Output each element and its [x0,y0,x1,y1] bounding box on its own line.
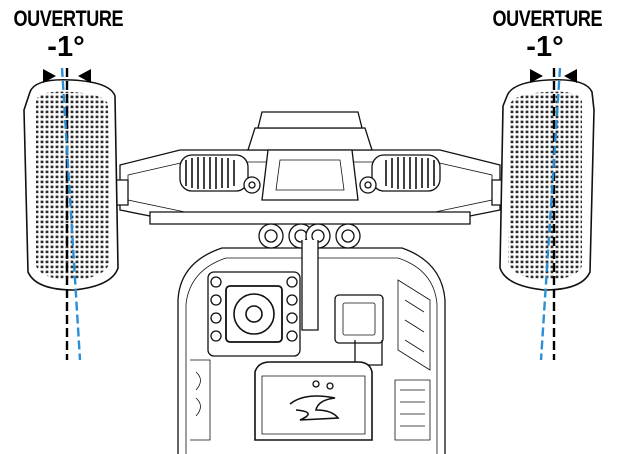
toe-label-value: -1° [47,31,85,63]
toe-label-title: OUVERTURE [13,6,124,31]
toe-label-value: -1° [526,31,564,63]
motor-fan [207,271,301,357]
toe-arrow-right-icon [530,69,577,83]
left-tire [23,78,119,291]
chassis [115,111,505,454]
toe-arrow-left-icon [43,69,91,83]
receiver-box [254,361,373,441]
toe-label-title: OUVERTURE [492,6,603,31]
right-tire [499,78,595,291]
shock-left [179,154,261,194]
toe-lines [60,67,562,361]
toe-label-left: OUVERTURE -1° [2,6,130,63]
toe-label-right: OUVERTURE -1° [481,6,609,63]
reference-lines [65,68,556,360]
servo [334,294,384,366]
shock-right [359,154,441,194]
